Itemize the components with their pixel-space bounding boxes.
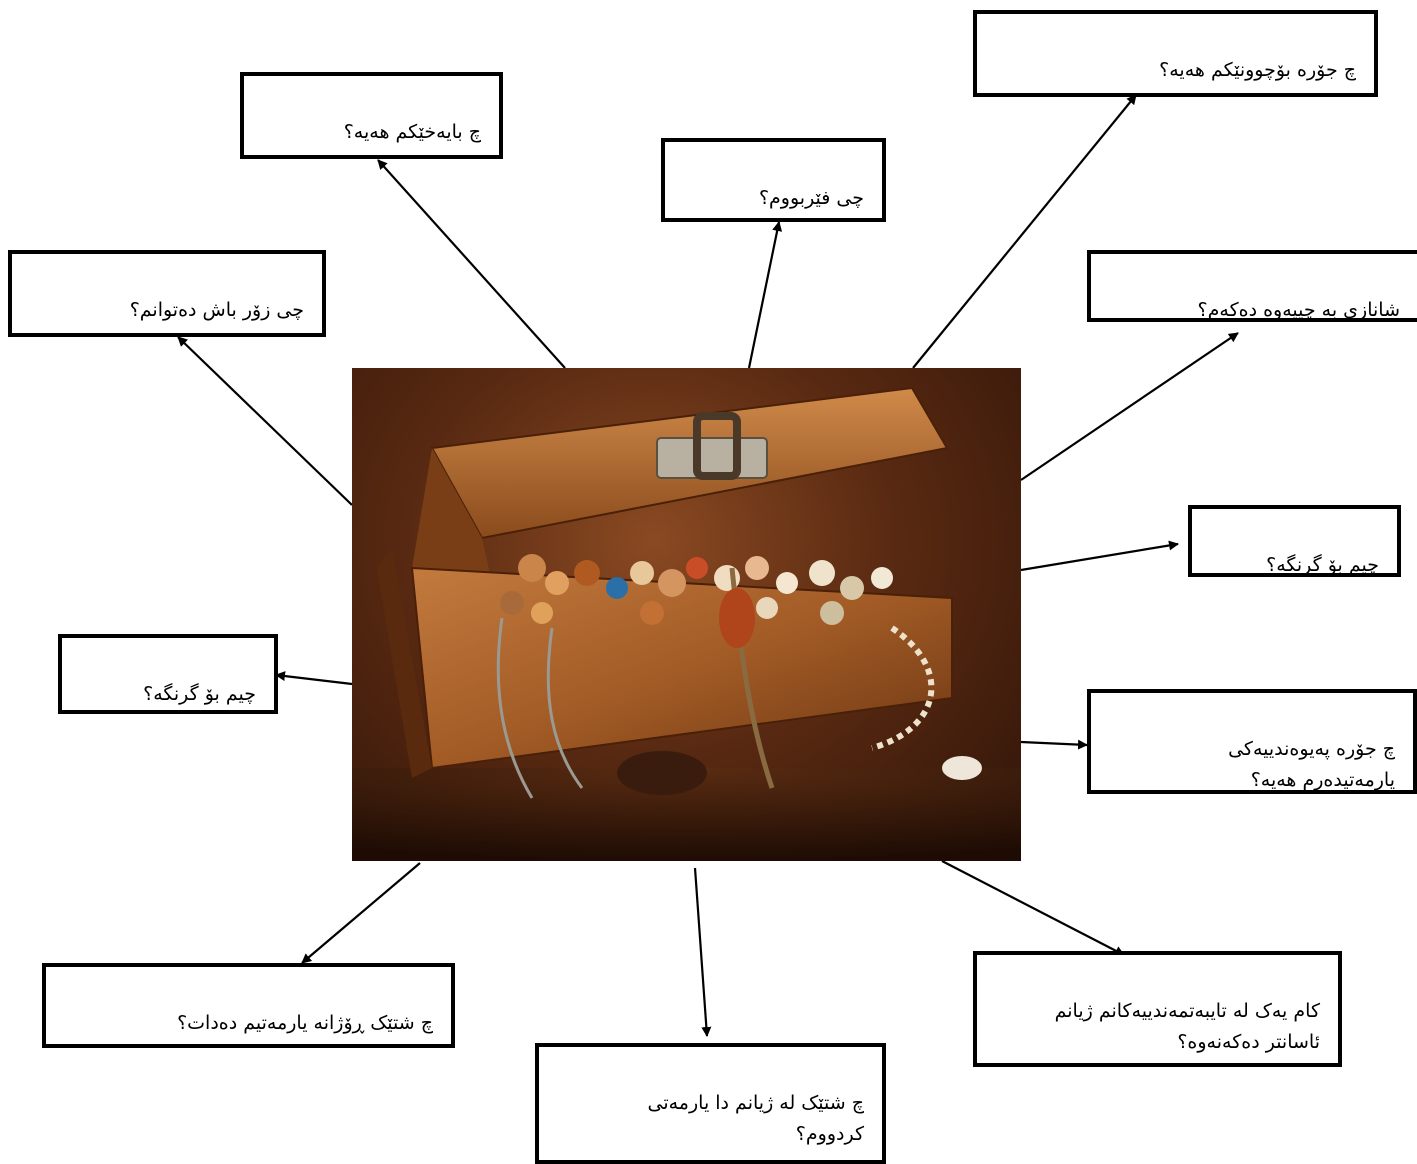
- arrow-traits: [941, 860, 1125, 956]
- arrow-important-right: [1020, 540, 1179, 572]
- question-box-learned: چی فێربووم؟: [661, 138, 886, 222]
- question-text: شانازی بە چییەوە دەکەم؟: [1197, 299, 1400, 321]
- question-text: چ شتێک لە ژیانم دا یارمەتی کردووم؟: [647, 1092, 865, 1145]
- arrow-values: [377, 159, 566, 369]
- question-text: چ جۆرە بۆچوونێکم هەیە؟: [1159, 59, 1356, 81]
- question-text: کام یەک لە تایبەتمەندییەکانم ژیانم ئاسان…: [1054, 1000, 1320, 1053]
- arrow-daily-help: [301, 862, 421, 964]
- arrow-proud: [1020, 332, 1239, 481]
- question-box-beliefs: چ جۆرە بۆچوونێکم هەیە؟: [973, 10, 1378, 97]
- question-box-life-help: چ شتێک لە ژیانم دا یارمەتی کردووم؟: [535, 1043, 886, 1164]
- arrow-important-left: [275, 671, 353, 686]
- arrow-beliefs: [912, 94, 1137, 369]
- question-text: چ جۆرە پەیوەندییەکی یارمەتیدەرم هەیە؟: [1228, 738, 1395, 791]
- question-text: چیم بۆ گرنگە؟: [143, 683, 256, 705]
- question-box-traits: کام یەک لە تایبەتمەندییەکانم ژیانم ئاسان…: [973, 951, 1342, 1067]
- question-text: چی زۆر باش دەتوانم؟: [129, 299, 304, 321]
- question-box-important-right: چیم بۆ گرنگە؟: [1188, 505, 1401, 577]
- question-box-best-at: چی زۆر باش دەتوانم؟: [8, 250, 326, 337]
- arrow-learned: [747, 221, 783, 369]
- question-box-important-left: چیم بۆ گرنگە؟: [58, 634, 278, 714]
- question-text: چ شتێک ڕۆژانە یارمەتیم دەدات؟: [177, 1012, 433, 1034]
- question-text: چی فێربووم؟: [758, 187, 864, 209]
- question-box-proud: شانازی بە چییەوە دەکەم؟: [1087, 250, 1417, 322]
- question-box-daily-help: چ شتێک ڕۆژانە یارمەتیم دەدات؟: [42, 963, 455, 1048]
- question-box-relationships: چ جۆرە پەیوەندییەکی یارمەتیدەرم هەیە؟: [1087, 689, 1417, 794]
- treasure-chest-image: [352, 368, 1021, 861]
- question-text: چ بایەخێکم هەیە؟: [343, 121, 481, 143]
- arrow-best-at: [177, 336, 353, 506]
- question-text: چیم بۆ گرنگە؟: [1266, 554, 1379, 576]
- arrow-relationships: [1020, 739, 1088, 750]
- question-box-values: چ بایەخێکم هەیە؟: [240, 72, 503, 159]
- arrow-life-help: [693, 867, 712, 1037]
